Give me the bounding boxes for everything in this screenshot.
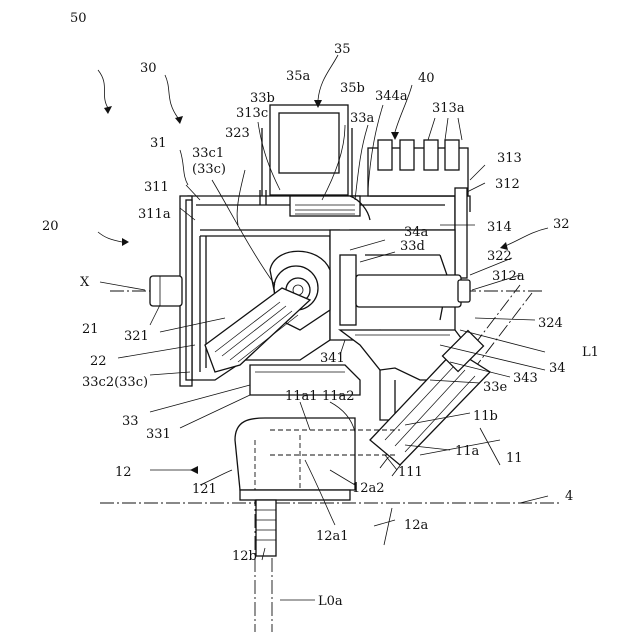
end-plate-311a <box>186 200 192 380</box>
label-11a1: 11a1 <box>285 389 318 404</box>
label-35b: 35b <box>340 81 365 96</box>
end-plate-312 <box>455 188 467 278</box>
label-33c1-paren: (33c) <box>192 162 226 177</box>
stud-12b <box>256 500 276 556</box>
label-22: 22 <box>90 354 107 369</box>
top-box-35 <box>262 105 352 196</box>
label-344a: 344a <box>375 89 408 104</box>
label-l1: L1 <box>582 345 599 360</box>
label-32: 32 <box>553 217 570 232</box>
label-34a: 34a <box>404 225 429 240</box>
label-33c1: 33c1 <box>192 146 224 161</box>
label-21: 21 <box>82 322 99 337</box>
label-12: 12 <box>115 465 132 480</box>
label-12a1: 12a1 <box>316 529 349 544</box>
label-312a: 312a <box>492 269 525 284</box>
label-33e: 33e <box>483 380 508 395</box>
shaft-21 <box>150 276 182 306</box>
label-40: 40 <box>418 71 435 86</box>
label-313: 313 <box>497 151 522 166</box>
label-324: 324 <box>538 316 563 331</box>
label-35a: 35a <box>286 69 311 84</box>
label-31: 31 <box>150 136 167 151</box>
label-12a2: 12a2 <box>352 481 385 496</box>
label-30: 30 <box>140 61 157 76</box>
label-33d: 33d <box>400 239 425 254</box>
spring-plate <box>290 196 360 216</box>
label-20: 20 <box>42 219 59 234</box>
label-313c: 313c <box>236 106 268 121</box>
label-11b: 11b <box>473 409 498 424</box>
label-314: 314 <box>487 220 512 235</box>
label-322: 322 <box>487 249 512 264</box>
label-33c2: 33c2(33c) <box>82 375 148 390</box>
label-111: 111 <box>398 465 423 480</box>
label-34: 34 <box>549 361 566 376</box>
label-331: 331 <box>146 427 171 442</box>
label-50: 50 <box>70 11 87 26</box>
label-311a: 311a <box>138 207 171 222</box>
label-313a: 313a <box>432 101 465 116</box>
label-11a: 11a <box>455 444 480 459</box>
shaft-right-312a <box>356 275 470 307</box>
label-12a: 12a <box>404 518 429 533</box>
label-321: 321 <box>124 329 149 344</box>
label-33a: 33a <box>350 111 375 126</box>
label-121: 121 <box>192 482 217 497</box>
label-x: X <box>80 275 90 290</box>
label-312: 312 <box>495 177 520 192</box>
label-35: 35 <box>334 42 351 57</box>
label-33b: 33b <box>250 91 275 106</box>
label-l0a: L0a <box>318 594 343 609</box>
label-11: 11 <box>506 451 523 466</box>
label-11a2: 11a2 <box>322 389 355 404</box>
label-323: 323 <box>225 126 250 141</box>
label-33: 33 <box>122 414 139 429</box>
label-343: 343 <box>513 371 538 386</box>
label-311: 311 <box>144 180 169 195</box>
label-341: 341 <box>320 351 345 366</box>
label-4: 4 <box>565 489 573 504</box>
label-12b: 12b <box>232 549 257 564</box>
